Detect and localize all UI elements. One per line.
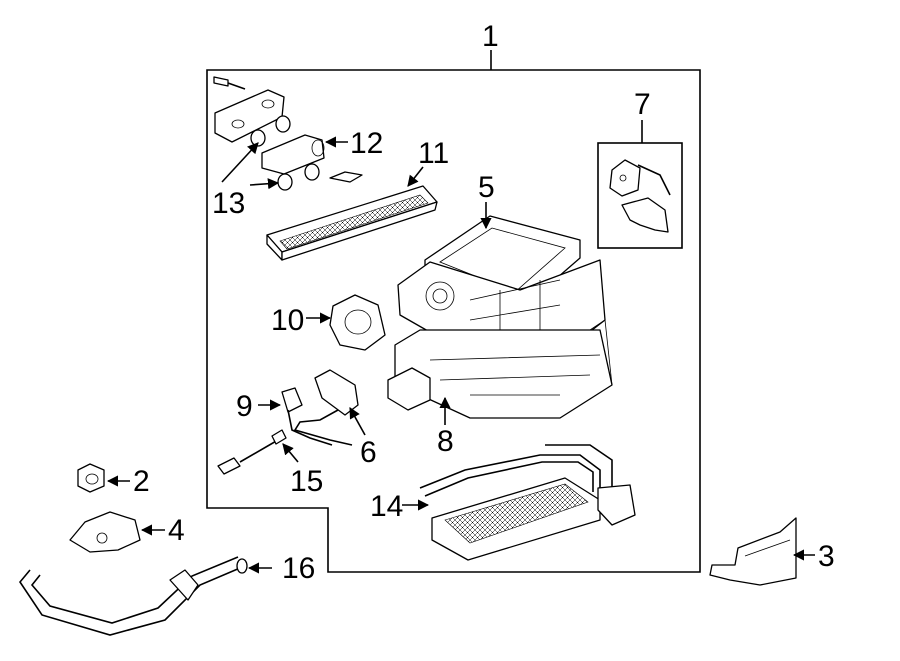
- bolt-part: [213, 76, 246, 90]
- callout-14: 14: [370, 490, 403, 523]
- callout-13: 13: [212, 187, 245, 220]
- bracket-part-7: [609, 159, 671, 233]
- callout-12: 12: [350, 127, 383, 160]
- heater-core-part: [419, 444, 636, 561]
- hose-part-16: [19, 556, 248, 636]
- callout-16: 16: [282, 552, 315, 585]
- callout-11: 11: [418, 137, 449, 170]
- callout-9: 9: [236, 390, 253, 423]
- actuator-part-10: [329, 294, 386, 351]
- sensor-part-6: [293, 369, 359, 446]
- o-rings-lower: [277, 163, 320, 191]
- callout-8: 8: [437, 425, 454, 458]
- item7-box: [597, 142, 683, 249]
- callout-6: 6: [360, 436, 377, 469]
- evaporator-core-part: [266, 171, 438, 261]
- callout-2: 2: [133, 465, 150, 498]
- callout-5: 5: [478, 171, 495, 204]
- callout-1: 1: [482, 20, 499, 53]
- callout-10: 10: [271, 304, 304, 337]
- duct-part-3: [709, 517, 797, 586]
- callout-4: 4: [168, 514, 185, 547]
- seal-plate-part: [214, 89, 285, 143]
- o-rings-upper: [250, 115, 291, 147]
- lower-case-part: [387, 319, 613, 419]
- leader-lines: [106, 136, 815, 574]
- nut-part-2: [77, 463, 105, 493]
- connector-part-9: [281, 387, 333, 446]
- harness-part-15: [217, 429, 287, 475]
- bracket-part-4: [69, 511, 141, 553]
- connector-part-12: [261, 134, 325, 175]
- callout-3: 3: [818, 540, 835, 573]
- callout-15: 15: [290, 465, 323, 498]
- assembly-outline: [206, 69, 701, 573]
- callout-7: 7: [634, 88, 651, 121]
